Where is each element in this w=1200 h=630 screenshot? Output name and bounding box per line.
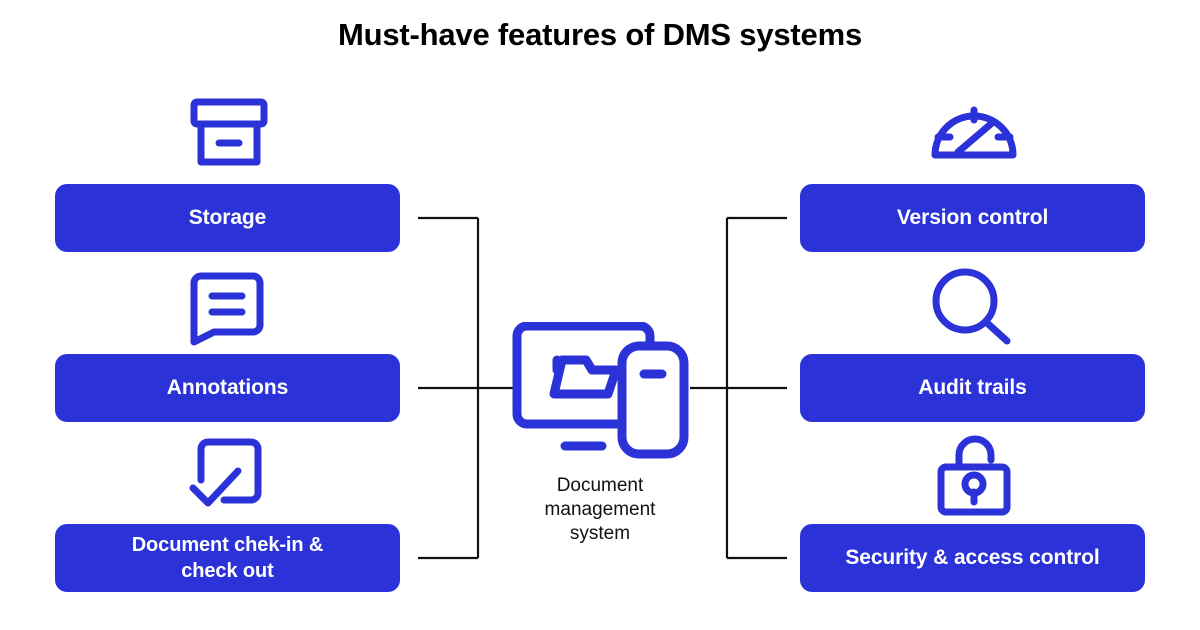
magnifying-glass-icon <box>932 268 1012 351</box>
open-padlock-icon <box>936 434 1012 521</box>
feature-box-version-control[interactable]: Version control <box>800 184 1145 252</box>
page-title: Must-have features of DMS systems <box>337 17 862 52</box>
speech-bubble-lines-icon <box>186 272 268 351</box>
feature-label-line-2: check out <box>181 560 274 582</box>
feature-box-annotations[interactable]: Annotations <box>55 354 400 422</box>
center-label-line-3: system <box>569 523 631 544</box>
center-node-label: Document management system <box>480 474 720 546</box>
gauge-speedometer-icon <box>930 100 1018 167</box>
feature-label-version-control: Version control <box>896 206 1049 229</box>
archive-box-icon <box>190 98 268 173</box>
feature-box-document-check-in-out[interactable]: Document chek-in & check out <box>55 524 400 592</box>
center-label-line-1: Document <box>556 475 644 496</box>
checkbox-check-icon <box>186 438 268 519</box>
feature-label-security-access-control: Security & access control <box>845 546 1100 569</box>
feature-label-storage: Storage <box>188 206 267 229</box>
feature-label-annotations: Annotations <box>166 376 289 399</box>
feature-box-storage[interactable]: Storage <box>55 184 400 252</box>
center-label-line-2: management <box>544 499 656 520</box>
feature-box-security-access-control[interactable]: Security & access control <box>800 524 1145 592</box>
feature-label-line-1: Document chek-in & <box>131 534 324 556</box>
feature-label-document-check-in-out: Document chek-in & check out <box>132 532 324 584</box>
feature-box-audit-trails[interactable]: Audit trails <box>800 354 1145 422</box>
monitor-phone-folder-icon <box>510 321 700 467</box>
feature-label-audit-trails: Audit trails <box>918 376 1027 399</box>
